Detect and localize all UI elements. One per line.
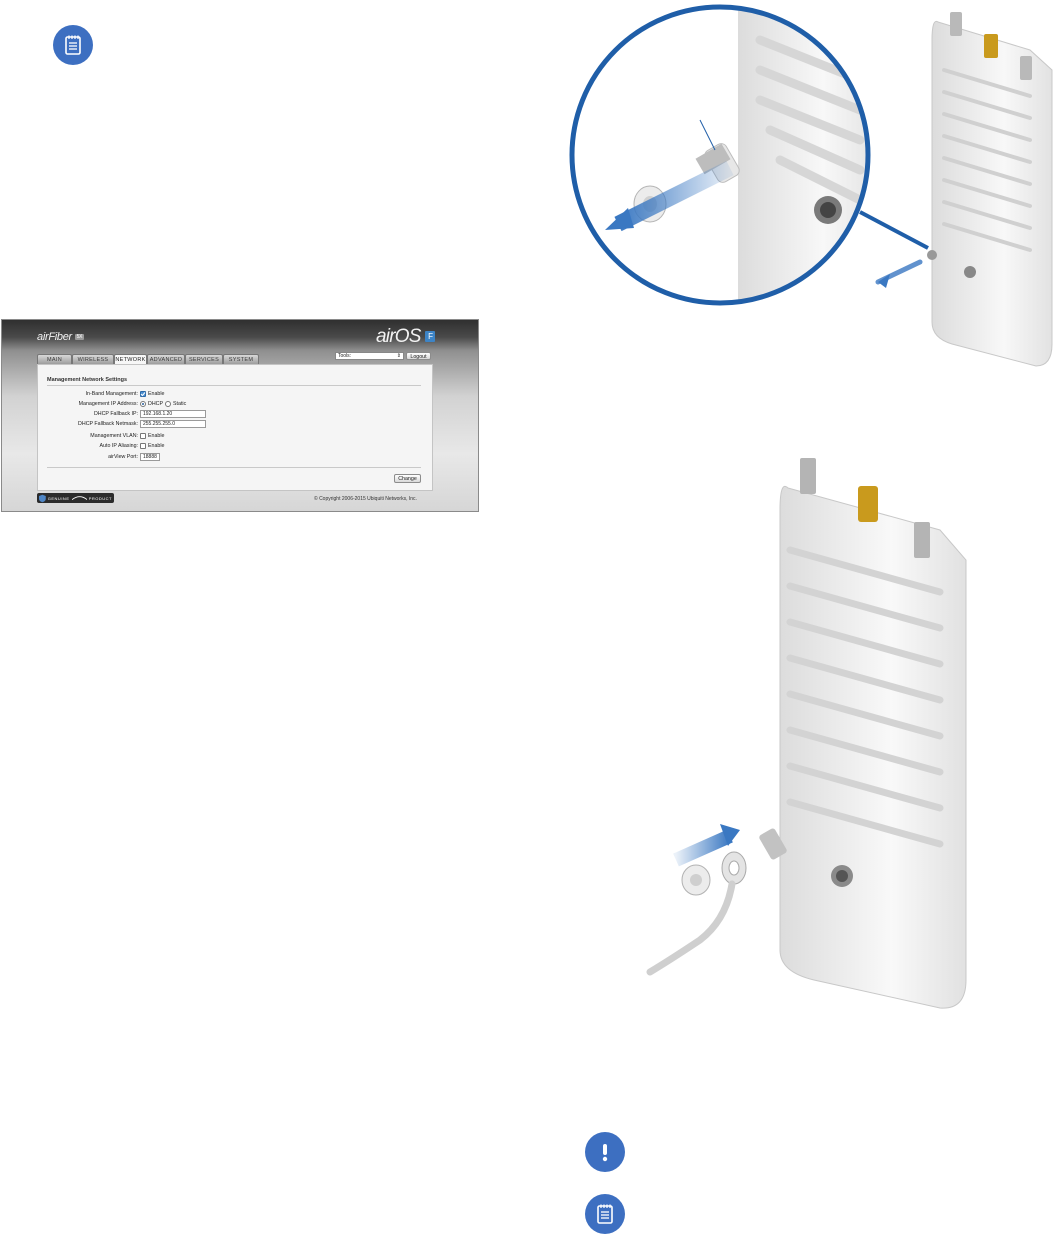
shield-icon: [39, 494, 46, 502]
dhcp-option: DHCP: [148, 401, 164, 407]
fallback-mask-label: DHCP Fallback Netmask:: [78, 421, 138, 427]
inband-label: In-Band Management:: [85, 391, 138, 397]
exclamation-icon: [585, 1132, 625, 1172]
static-option: Static: [173, 401, 187, 407]
antenna-connector: [950, 12, 962, 36]
divider: [47, 467, 421, 468]
select-arrows-icon: ⇕: [396, 353, 401, 359]
fallback-ip-label: DHCP Fallback IP:: [93, 411, 138, 417]
product-text: PRODUCT: [88, 495, 112, 501]
genuine-text: GENUINE: [47, 495, 70, 501]
genuine-product-badge: GENUINE PRODUCT: [37, 493, 114, 503]
alias-checkbox[interactable]: [140, 443, 146, 449]
airos-screenshot: airFiber 5X airOS F MAIN WIRELESS NETWOR…: [1, 319, 479, 512]
divider: [47, 385, 421, 386]
device-ground-wire-attach-illustration: [646, 458, 967, 1009]
airview-label: airView Port:: [108, 454, 138, 460]
note-icon: [585, 1194, 625, 1234]
static-radio[interactable]: [165, 401, 171, 407]
ubiquiti-logo-icon: [71, 496, 87, 501]
ground-screw: [759, 828, 787, 860]
tools-select[interactable]: Tools: ⇕: [335, 352, 404, 360]
dhcp-radio[interactable]: [140, 401, 146, 407]
vlan-option: Enable: [148, 433, 165, 439]
logout-button[interactable]: Logout: [406, 352, 431, 360]
airos-logo: airOS F: [376, 326, 436, 348]
inband-checkbox[interactable]: [140, 391, 146, 397]
gold-connector: [984, 34, 998, 58]
tab-services[interactable]: SERVICES: [185, 354, 223, 364]
fallback-ip-input[interactable]: 192.168.1.20: [140, 410, 206, 418]
airfiber-logo: airFiber 5X: [37, 331, 85, 343]
antenna-connector: [1020, 56, 1032, 80]
inband-option: Enable: [148, 391, 165, 397]
device-ground-screw-removal-illustration: [569, 4, 1053, 367]
tab-system[interactable]: SYSTEM: [223, 354, 259, 364]
tab-network[interactable]: NETWORK: [114, 354, 147, 365]
change-button[interactable]: Change: [394, 474, 421, 483]
antenna-connector: [914, 522, 930, 558]
copyright-text: © Copyright 2006-2015 Ubiquiti Networks,…: [314, 496, 417, 502]
vlan-label: Management VLAN:: [90, 433, 138, 439]
alias-label: Auto IP Aliasing:: [99, 443, 138, 449]
device-body: [875, 12, 1053, 367]
zoom-callout: [572, 7, 868, 303]
check-icon: [140, 392, 146, 397]
device-body: [759, 458, 967, 1009]
gold-connector: [858, 486, 878, 522]
tab-advanced[interactable]: ADVANCED: [147, 354, 185, 364]
tab-wireless[interactable]: WIRELESS: [72, 354, 114, 364]
ground-wire: [646, 880, 736, 976]
mgmt-ip-label: Management IP Address:: [78, 401, 138, 407]
airview-port-input[interactable]: 18888: [140, 453, 160, 461]
note-icon: [53, 25, 93, 65]
antenna-connector: [800, 458, 816, 494]
alias-option: Enable: [148, 443, 165, 449]
settings-panel: Management Network Settings In-Band Mana…: [37, 364, 433, 491]
vlan-checkbox[interactable]: [140, 433, 146, 439]
mount-hole: [964, 266, 976, 278]
section-title: Management Network Settings: [47, 377, 128, 383]
fallback-mask-input[interactable]: 255.255.255.0: [140, 420, 206, 428]
tab-main[interactable]: MAIN: [37, 354, 72, 364]
ground-screw: [927, 250, 937, 260]
